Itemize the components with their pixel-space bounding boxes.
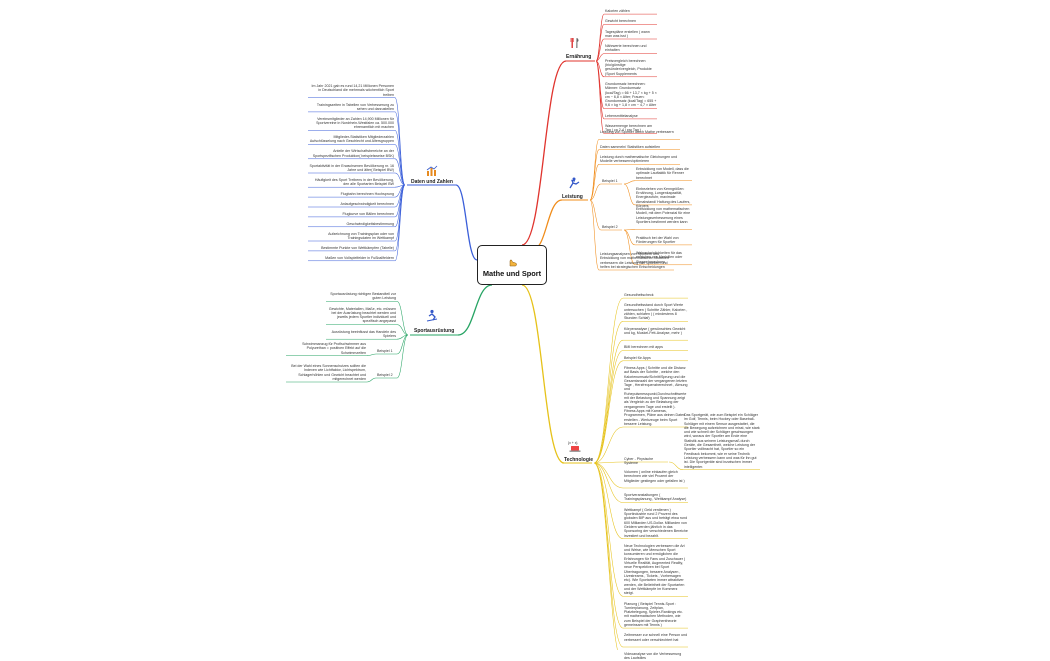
- daten-item[interactable]: Flugkurve von Bällen berechnen: [342, 211, 394, 216]
- leistung-example-item[interactable]: Praktisch bei der Wahl von Förderungen f…: [636, 235, 679, 244]
- daten-item[interactable]: Anlaufgeschwindigkeit berechnen: [340, 201, 394, 206]
- leistung-item[interactable]: Leistung von Sportler durch Mathe verbes…: [600, 130, 674, 134]
- technologie-item[interactable]: Beispiel für Apps: [624, 355, 651, 360]
- daten-item[interactable]: Bestimmte Punkte von Wettkämpfen (Tabell…: [321, 245, 394, 250]
- ernaehrung-item[interactable]: Lebensmittelanalyse: [605, 113, 638, 118]
- technologie-item[interactable]: Gesundheitsstand durch Sport Werte unter…: [624, 303, 688, 321]
- daten-item[interactable]: Maßen von Vollspielfelder in Fußballfeld…: [325, 255, 394, 260]
- sportausruestung-item[interactable]: Sportausrüstung richtigen Bestandteil zu…: [330, 292, 396, 301]
- sportausruestung-example-label[interactable]: Beispiel 2: [377, 373, 393, 377]
- daten-item[interactable]: Anteile der Wirtschaftsbereiche an der S…: [312, 149, 394, 158]
- leistung-item[interactable]: Daten sammeln/ Statistiken aufstellen: [600, 144, 661, 149]
- branch-leistung[interactable]: Leistung: [562, 194, 583, 200]
- laptop-icon: {x + x}: [568, 440, 582, 459]
- utensils-icon: [570, 36, 580, 54]
- sportausruestung-example-label[interactable]: Beispiel 1: [377, 349, 393, 353]
- leistung-example-item[interactable]: Entwicklung von Modell, dass die optimal…: [636, 167, 689, 180]
- technologie-item[interactable]: Körperanalyse ( gewünschtes Gewicht und …: [624, 326, 686, 335]
- branch-sportausruestung[interactable]: Sportausrüstung: [414, 328, 455, 334]
- daten-item[interactable]: Geschwindigkeitsbestimmung: [346, 221, 394, 226]
- branch-ernaehrung[interactable]: Ernährung: [566, 54, 592, 60]
- leistung-example-label[interactable]: Beispiel 1: [602, 179, 618, 183]
- ernaehrung-item[interactable]: Tagespläne erstellen ( wann man was isst…: [605, 29, 650, 38]
- ernaehrung-item[interactable]: Preisvergleich berechnen (bio/günstige g…: [605, 58, 652, 76]
- leistung-summary[interactable]: Leistungsanalysen von Sportlern und Entw…: [600, 252, 669, 269]
- daten-item[interactable]: Mitglieder-Statistiken Mitgliederzahlen …: [309, 135, 394, 144]
- sportausruestung-item[interactable]: Ausrüstung beeinflusst das Handeln des S…: [331, 329, 396, 339]
- leistung-example-item[interactable]: Einbeziehen von Kenngrößen: Ernährung, L…: [636, 186, 691, 209]
- daten-item[interactable]: Im Jahr 2021 gab es rund 14,21 Millionen…: [311, 84, 394, 97]
- daten-item[interactable]: Häufigkeit des Sport Treibens in der Bev…: [314, 177, 394, 187]
- ernaehrung-item[interactable]: Nährwerte berechnen und einhalten: [605, 44, 647, 53]
- leistung-example-label[interactable]: Beispiel 2: [602, 225, 618, 229]
- branch-technologie[interactable]: Technologie: [564, 457, 594, 463]
- technologie-item[interactable]: Videoanalyse von die Verbesserung des La…: [624, 652, 682, 661]
- leistung-item[interactable]: Leistung durch mathematische Gleichungen…: [600, 154, 678, 164]
- daten-item[interactable]: Vereinsmitglieder an Zahlen 14,900 Milli…: [316, 116, 394, 130]
- skier-icon: [425, 309, 439, 328]
- sportausruestung-example-text[interactable]: Schwimmanzug für Profischwimmer aus Poly…: [302, 342, 366, 355]
- ernaehrung-item[interactable]: Wassermenge berechnen am Tag ( ca 2-4 l …: [605, 124, 653, 133]
- technologie-cyber-label[interactable]: Cyber - Physische Systeme: [624, 457, 654, 466]
- daten-item[interactable]: Flugbahn berechnen Hochsprung: [340, 192, 394, 196]
- sportausruestung-item[interactable]: Gewichte, Materialien, Maße, etc. müssen…: [328, 306, 396, 324]
- technologie-item[interactable]: Neue Technologien verbessern die Art und…: [624, 543, 686, 596]
- leistung-example-item[interactable]: Wahrscheinlichkeiten für das erreichen v…: [636, 251, 683, 264]
- sportausruestung-example-text[interactable]: Bei der Wahl eines Sonnenschutzes sollte…: [291, 364, 366, 381]
- leistung-example-item[interactable]: Entwicklung von mathematischen Modell, m…: [636, 207, 691, 224]
- ernaehrung-item[interactable]: Gewicht berechnen: [605, 19, 636, 24]
- laptop-icon-text: {x + x}: [568, 441, 578, 445]
- technologie-item[interactable]: Planung ( Beispiel Tennis-Sport : Turnie…: [624, 601, 683, 627]
- bar-chart-icon: [426, 164, 438, 182]
- central-title: Mathe und Sport: [482, 269, 542, 278]
- muscle-arm-icon: [508, 255, 518, 273]
- technologie-item[interactable]: BMI berechnen mit apps: [624, 345, 663, 350]
- technologie-item[interactable]: Volumen ( online einkaufen gleich berech…: [624, 470, 685, 483]
- daten-item[interactable]: Aufzeichnung von Trainingsplan oder von …: [328, 231, 394, 240]
- daten-item[interactable]: Sportaktivität in der Erwachsenen Bevölk…: [309, 163, 394, 172]
- branch-daten-und-zahlen[interactable]: Daten und Zahlen: [411, 179, 453, 185]
- technologie-item[interactable]: Fitness Apps ( Schritte und die Distanz …: [624, 366, 688, 426]
- technologie-item[interactable]: Gesundheitscheck: [624, 293, 654, 297]
- runner-icon: [567, 176, 581, 194]
- technologie-item[interactable]: Sportveranstaltungen ( Trainingsplanung …: [624, 493, 687, 502]
- technologie-item[interactable]: Wettkampf ( Geld verdienen ) Sportindust…: [624, 507, 688, 538]
- central-topic[interactable]: Mathe und Sport: [477, 245, 547, 285]
- technologie-cyber-text[interactable]: Das Sportgerät, wie zum Beispiel ein Sch…: [684, 413, 760, 469]
- ernaehrung-item[interactable]: Kalorien zählen: [605, 9, 630, 13]
- ernaehrung-item[interactable]: Grundumsatz berechnen: Männer: Grundumsa…: [605, 82, 657, 108]
- technologie-item[interactable]: Zeitmesser zur schnell eine Person und v…: [624, 633, 688, 642]
- daten-item[interactable]: Trainingszeiten in Tabellen von Verbesse…: [316, 102, 394, 111]
